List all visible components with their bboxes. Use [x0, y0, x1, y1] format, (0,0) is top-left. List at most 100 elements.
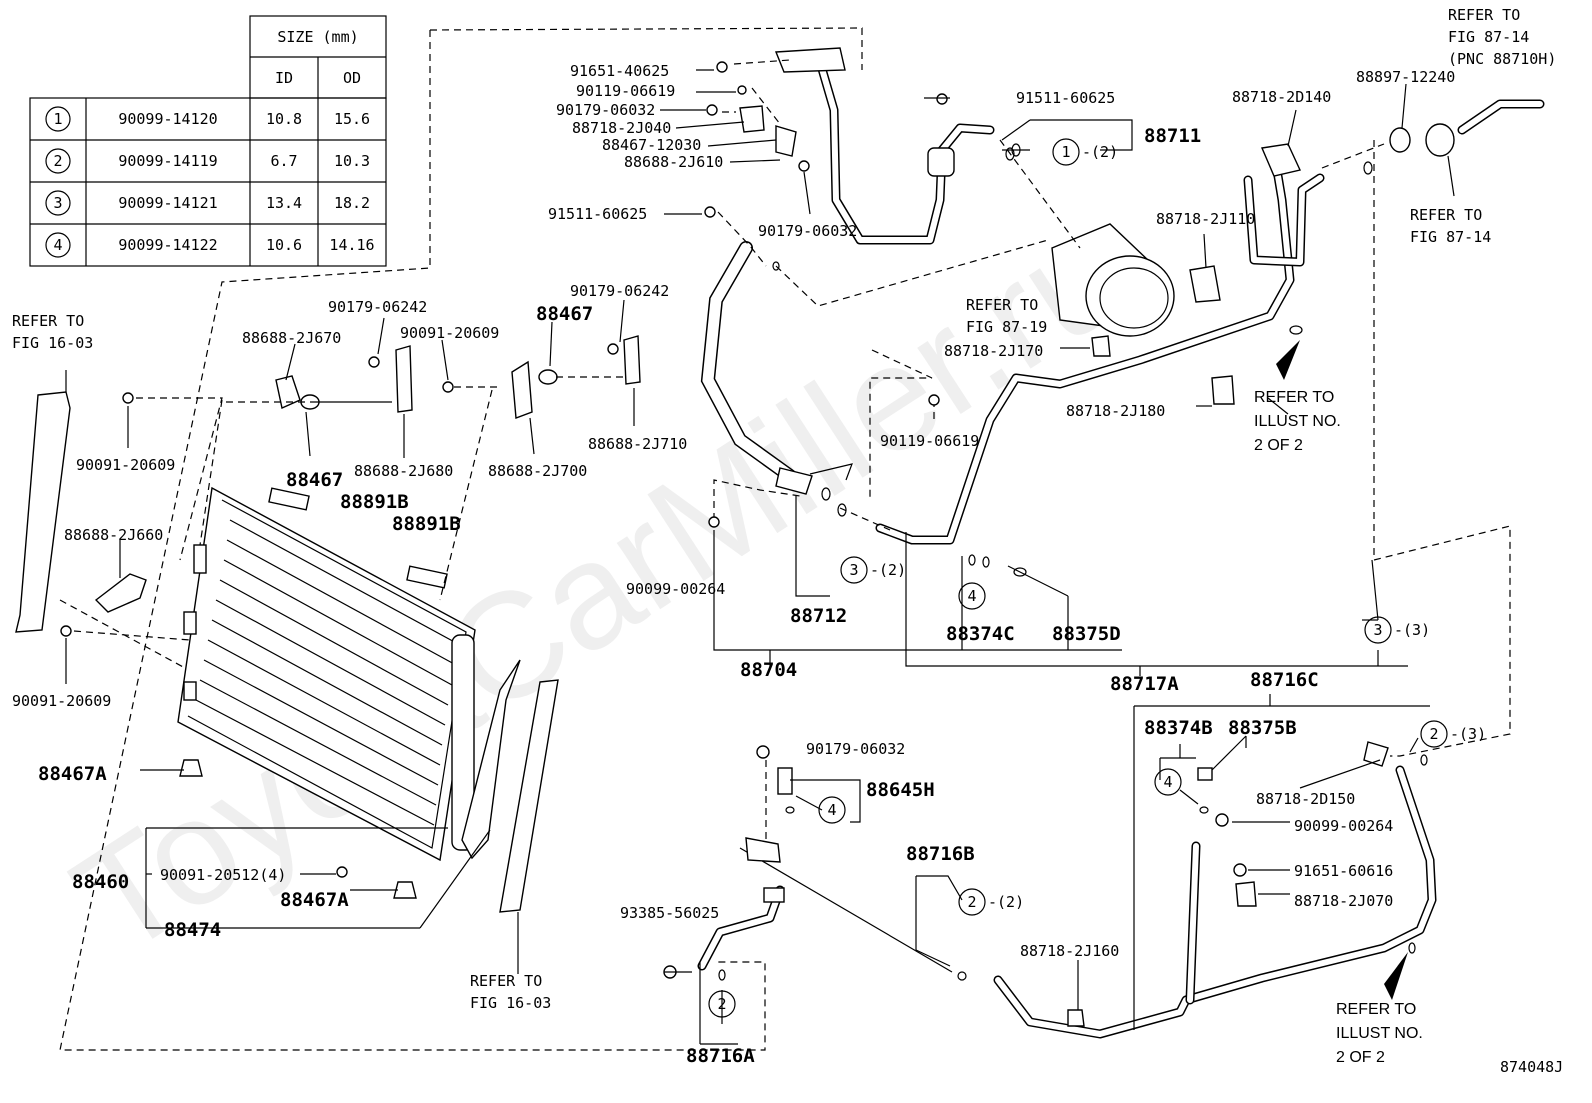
size-header: SIZE (mm)	[277, 28, 358, 46]
label-88718-2J180: 88718-2J180	[1066, 402, 1165, 420]
pipe-88711-upper	[785, 57, 995, 245]
leader-dash	[722, 87, 781, 125]
clamp-88718-2J180	[1211, 375, 1235, 405]
bolt-icon	[60, 625, 72, 637]
fitting-block	[774, 47, 846, 73]
nut-icon	[798, 160, 810, 172]
boundary-line	[59, 27, 863, 1051]
bolt-icon	[936, 93, 948, 105]
label-88712: 88712	[790, 605, 847, 627]
clip	[809, 463, 853, 481]
refer-line: FIG 16-03	[12, 334, 93, 352]
svg-text:90099-14120: 90099-14120	[118, 110, 217, 128]
part-labels: 91651-40625 90119-06619 90179-06032 8871…	[12, 62, 1563, 1076]
size-callout	[818, 796, 846, 824]
refer-line: FIG 87-14	[1448, 28, 1529, 46]
label-88474: 88474	[164, 919, 221, 941]
clamp-88718-2D140	[1261, 143, 1301, 177]
label-88467A: 88467A	[280, 889, 349, 911]
svg-text:14.16: 14.16	[329, 236, 374, 254]
label-90091-20609: 90091-20609	[400, 324, 499, 342]
oring-88467	[538, 369, 558, 385]
switch-88645H	[777, 767, 793, 795]
clamp-88718-2J160	[1067, 1009, 1085, 1027]
svg-text:13.4: 13.4	[266, 194, 302, 212]
bolt-icon	[928, 394, 940, 406]
svg-text:90099-14122: 90099-14122	[118, 236, 217, 254]
arrow-icon	[1276, 340, 1300, 380]
leader-dash	[713, 479, 891, 531]
label-88891B: 88891B	[392, 513, 461, 535]
bracket-88688-2J700	[511, 360, 533, 419]
gasket-88897-12240	[1389, 127, 1411, 153]
label-90099-00264: 90099-00264	[1294, 817, 1393, 835]
seal-88474	[461, 659, 521, 860]
svg-text:4: 4	[53, 236, 62, 254]
label-88688-2J670: 88688-2J670	[242, 329, 341, 347]
refer-line: ILLUST NO.	[1336, 1025, 1423, 1042]
bolt-icon	[1233, 863, 1247, 877]
bolt-icon	[704, 206, 716, 218]
label-88717A: 88717A	[1110, 673, 1179, 695]
pad-88891B-upper	[268, 487, 310, 511]
leader-dash	[226, 376, 626, 403]
svg-text:1: 1	[1061, 143, 1070, 161]
label-90091-20609: 90091-20609	[12, 692, 111, 710]
svg-text:-(3): -(3)	[1450, 725, 1486, 743]
refer-line: REFER TO	[1448, 6, 1520, 24]
size-callout	[708, 990, 736, 1018]
svg-text:-(2): -(2)	[1082, 143, 1118, 161]
refer-line: REFER TO	[12, 312, 84, 330]
valve-88375B	[1197, 767, 1213, 781]
table-row: 2 90099-14119 6.7 10.3	[45, 148, 370, 174]
label-88718-2D140: 88718-2D140	[1232, 88, 1331, 106]
bracket-88688-2J710	[623, 335, 641, 385]
bracket-88688-2J610	[775, 125, 797, 157]
bolt-icon	[1215, 813, 1229, 827]
leader-dash	[59, 599, 186, 669]
svg-text:-(3): -(3)	[1394, 621, 1430, 639]
bumper-88467A-lower	[393, 881, 417, 899]
size-callout	[958, 582, 986, 610]
label-88716C: 88716C	[1250, 669, 1319, 691]
svg-text:18.2: 18.2	[334, 194, 370, 212]
refer-line: 2 OF 2	[1254, 437, 1303, 454]
svg-text:6.7: 6.7	[270, 152, 297, 170]
svg-text:1: 1	[53, 110, 62, 128]
size-callout	[958, 888, 986, 916]
label-90179-06242: 90179-06242	[328, 298, 427, 316]
label-88716B: 88716B	[906, 843, 975, 865]
refer-line: REFER TO	[1410, 206, 1482, 224]
svg-text:10.3: 10.3	[334, 152, 370, 170]
block-88716B	[745, 837, 781, 863]
label-88688-2J660: 88688-2J660	[64, 526, 163, 544]
label-91511-60625: 91511-60625	[1016, 89, 1115, 107]
label-88467A: 88467A	[38, 763, 107, 785]
label-88718-2J070: 88718-2J070	[1294, 892, 1393, 910]
label-88374B: 88374B	[1144, 717, 1213, 739]
size-callout	[1052, 138, 1080, 166]
nut-icon	[756, 745, 770, 759]
arrow-icon	[1384, 952, 1408, 1000]
label-91651-60616: 91651-60616	[1294, 862, 1393, 880]
table-row: 1 90099-14120 10.8 15.6	[45, 106, 370, 132]
label-88688-2J710: 88688-2J710	[588, 435, 687, 453]
svg-text:10.6: 10.6	[266, 236, 302, 254]
clamp-88718-2J070	[1235, 881, 1257, 907]
compressor	[1051, 223, 1175, 337]
refer-line: REFER TO	[966, 296, 1038, 314]
svg-text:10.8: 10.8	[266, 110, 302, 128]
bracket-88688-2J660	[94, 573, 147, 613]
clamp-88718-2D150	[1363, 741, 1389, 767]
bolt-icon	[336, 866, 348, 878]
leader-dash	[1373, 140, 1511, 757]
label-88467-12030: 88467-12030	[602, 136, 701, 154]
label-90179-06032: 90179-06032	[556, 101, 655, 119]
